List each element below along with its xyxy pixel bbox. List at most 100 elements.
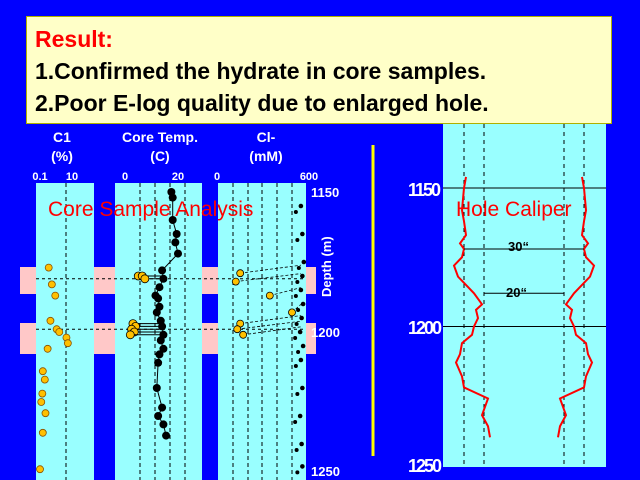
cl-point <box>295 392 300 396</box>
c1-point <box>41 409 50 418</box>
temp-point <box>154 294 163 303</box>
cl-fresh-point <box>236 269 245 278</box>
cl-point <box>293 210 298 214</box>
data-layer <box>36 176 596 475</box>
temp-point <box>158 266 167 275</box>
cl-point <box>296 308 301 312</box>
core-depth-label-1150: 1150 <box>311 185 339 200</box>
temp-header-line2: (C) <box>150 148 169 164</box>
c1-point <box>37 398 46 406</box>
cl-fresh-connector <box>240 264 301 274</box>
caliper-curve-right <box>557 176 596 438</box>
depth-axis-label: Depth (m) <box>319 236 334 297</box>
c1-header-line2: (%) <box>51 148 73 164</box>
temp-point <box>152 308 161 317</box>
caliper-curve-left <box>452 176 491 438</box>
cl-point <box>300 464 305 469</box>
cl-point <box>298 203 304 209</box>
temp-point <box>152 384 161 392</box>
caliper-depth-label-1200: 1200 <box>408 318 442 338</box>
caliper-marker-20-label: 20“ <box>506 285 527 300</box>
temp-header-line1: Core Temp. <box>122 129 198 145</box>
temp-tick-high: 20 <box>172 171 184 183</box>
result-box: Result: 1.Confirmed the hydrate in core … <box>26 16 612 124</box>
cl-point <box>296 266 301 270</box>
temp-point <box>168 193 177 202</box>
caliper-marker-30-label: 30“ <box>508 239 529 254</box>
cl-fresh-point <box>233 325 242 334</box>
cl-point <box>293 420 298 424</box>
cl-point <box>300 385 305 391</box>
cl-point <box>297 329 303 335</box>
temp-hydrate-point <box>125 330 135 340</box>
c1-point <box>51 291 60 300</box>
temp-point <box>159 274 168 283</box>
temp-hydrate-point <box>140 274 150 284</box>
temp-point <box>154 412 163 420</box>
c1-point <box>46 316 55 325</box>
cl-point <box>295 470 300 475</box>
cl-fresh-point <box>239 330 248 339</box>
cl-header-line1: Cl- <box>257 129 276 145</box>
cl-point <box>297 413 303 419</box>
c1-point <box>44 263 53 272</box>
cl-point <box>298 287 304 293</box>
cl-point <box>299 441 304 447</box>
temp-point <box>155 283 164 292</box>
c1-point <box>38 367 47 376</box>
temp-point <box>174 249 182 258</box>
c1-point <box>47 280 56 289</box>
cl-point <box>301 259 307 265</box>
temp-point <box>172 230 181 238</box>
c1-tick-low: 0.1 <box>32 171 47 183</box>
cl-point <box>295 280 300 284</box>
cl-fresh-connector <box>237 320 301 330</box>
c1-point <box>43 344 52 353</box>
c1-tick-high: 10 <box>66 171 78 183</box>
cl-point <box>300 301 306 307</box>
c1-point <box>36 465 44 474</box>
cl-point <box>300 343 306 349</box>
cl-fresh-point <box>231 277 240 286</box>
core-sample-analysis-label: Core Sample Analysis <box>48 198 253 221</box>
cl-tick-high: 600 <box>300 171 318 183</box>
cl-header-line2: (mM) <box>249 148 282 164</box>
core-depth-label-1200: 1200 <box>311 325 340 340</box>
caliper-grid <box>443 124 606 467</box>
temp-tick-low: 0 <box>122 171 128 183</box>
hole-caliper-label: Hole Caliper <box>456 198 572 221</box>
cl-point <box>298 357 304 363</box>
c1-point <box>40 375 49 384</box>
temp-point <box>156 336 165 345</box>
temp-point <box>154 358 163 367</box>
temp-point <box>155 350 164 359</box>
temp-point <box>168 216 177 224</box>
cl-point <box>294 448 299 452</box>
cl-fresh-point <box>265 291 274 300</box>
caliper-depth-label-1250: 1250 <box>408 456 442 476</box>
caliper-track <box>443 124 606 467</box>
result-line-2: 2.Poor E-log quality due to enlarged hol… <box>35 90 489 116</box>
result-line-1: 1.Confirmed the hydrate in core samples. <box>35 58 487 84</box>
cl-fresh-point <box>288 308 296 317</box>
cl-point <box>300 231 305 237</box>
cl-point <box>293 294 298 298</box>
temp-point <box>162 431 171 440</box>
cl-point <box>293 336 298 340</box>
temp-point <box>171 238 180 247</box>
core-depth-label-1250: 1250 <box>311 464 340 479</box>
cl-point <box>294 322 299 326</box>
c1-header-line1: C1 <box>53 129 71 145</box>
c1-point <box>63 339 72 348</box>
cl-point <box>300 273 305 279</box>
cl-tick-low: 0 <box>214 171 220 183</box>
temp-point <box>159 344 168 353</box>
c1-point <box>38 389 47 398</box>
caliper-depth-label-1150: 1150 <box>408 180 441 200</box>
temp-point <box>159 420 168 429</box>
cl-point <box>296 350 301 354</box>
cl-fresh-connector <box>240 315 301 324</box>
cl-point <box>295 238 300 242</box>
track-grid <box>36 183 306 480</box>
